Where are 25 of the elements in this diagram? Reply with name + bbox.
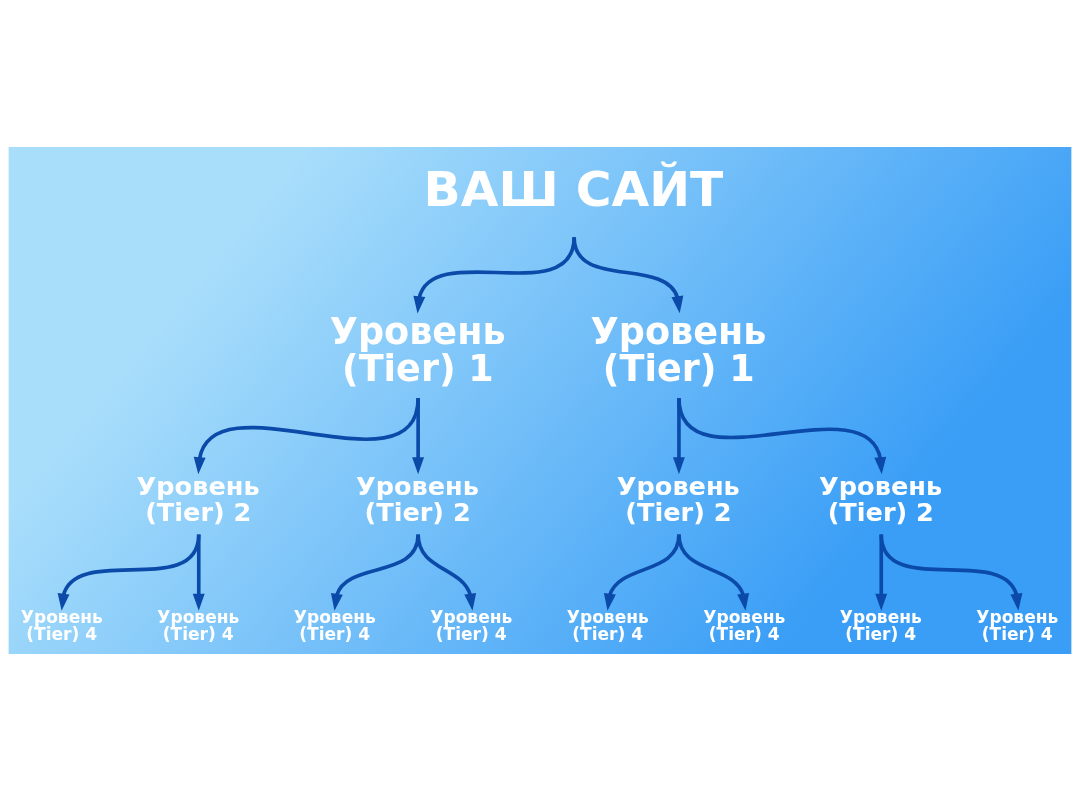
node-text: Уровень (Tier) 2 <box>819 470 943 527</box>
arrow <box>193 397 420 474</box>
arrow <box>677 397 887 474</box>
node-text: Уровень (Tier) 4 <box>157 606 240 644</box>
node-text: Уровень (Tier) 1 <box>329 309 506 390</box>
node-text: ВАШ САЙТ <box>423 160 724 216</box>
arrow <box>416 533 477 611</box>
node-text: Уровень (Tier) 2 <box>355 470 479 527</box>
arrow <box>412 397 425 474</box>
arrow <box>875 534 888 611</box>
node-text: Уровень (Tier) 2 <box>616 470 740 527</box>
arrow <box>57 533 201 611</box>
node-text: Уровень (Tier) 1 <box>590 309 767 390</box>
arrow <box>572 236 684 313</box>
node-text: Уровень (Tier) 4 <box>976 606 1059 644</box>
node-text: Уровень (Tier) 4 <box>293 606 376 644</box>
node-text: Уровень (Tier) 4 <box>430 606 513 644</box>
node-text: Уровень (Tier) 4 <box>839 606 922 644</box>
node-text: Уровень (Tier) 4 <box>20 606 103 644</box>
node-text: Уровень (Tier) 2 <box>136 470 260 527</box>
node-text: Уровень (Tier) 4 <box>703 606 786 644</box>
arrow <box>879 533 1023 611</box>
node-text: Уровень (Tier) 4 <box>566 606 649 644</box>
arrow <box>192 534 205 611</box>
arrow <box>677 533 750 611</box>
